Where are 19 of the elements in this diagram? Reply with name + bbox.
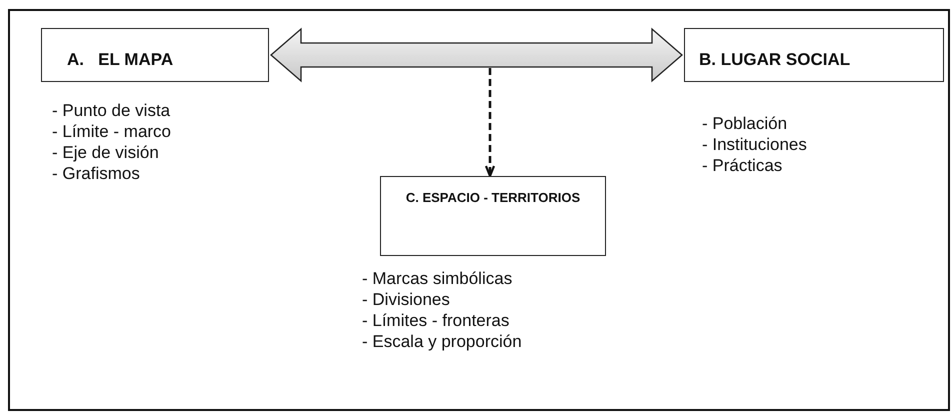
list-item: - Instituciones (702, 134, 807, 155)
list-item: - Población (702, 113, 788, 134)
list-item: - Punto de vista (52, 100, 172, 121)
text-box (41, 28, 269, 82)
list-item: - Marcas simbólicas (362, 268, 514, 289)
list-item: - Escala y proporción (362, 331, 522, 352)
list-item: - Divisiones (362, 289, 451, 310)
double-block-arrow (270, 28, 683, 82)
text-box (380, 176, 606, 256)
list-item: - Eje de visión (52, 142, 160, 163)
list-item: - Prácticas (702, 155, 784, 176)
list-item: - Límite - marco (52, 121, 172, 142)
box-title: B. LUGAR SOCIAL (699, 49, 850, 71)
text-box (684, 28, 944, 82)
box-title: A. EL MAPA (67, 49, 174, 71)
list-item: - Límites - fronteras (362, 310, 510, 331)
list-item: - Grafismos (52, 163, 141, 184)
dashed-arrow (484, 68, 496, 178)
box-title: C. ESPACIO - TERRITORIOS (406, 189, 580, 207)
